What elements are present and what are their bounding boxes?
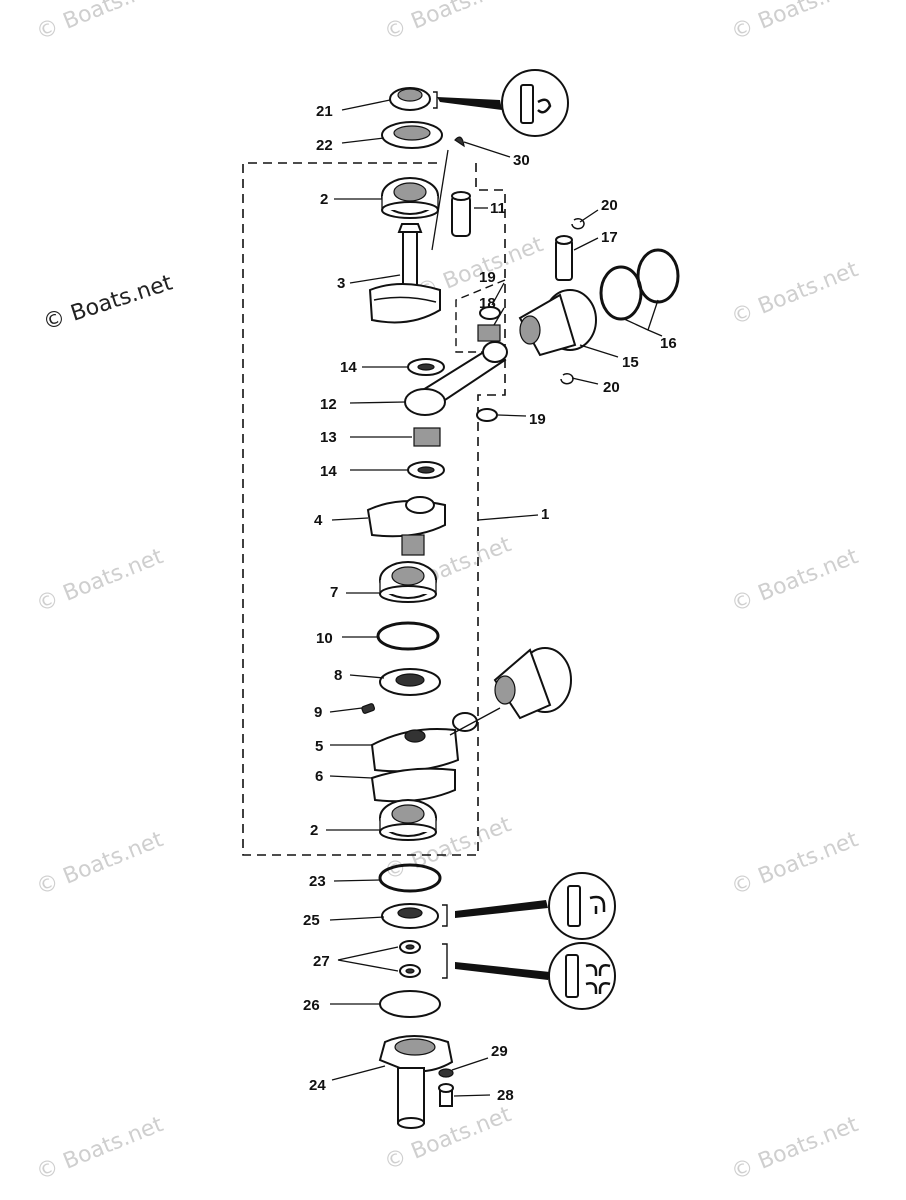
part-bearing-19-upper bbox=[479, 306, 501, 320]
grease-tube-icon bbox=[433, 69, 569, 137]
part-crank-3 bbox=[368, 223, 441, 324]
part-bearing-2-upper bbox=[381, 177, 439, 219]
part-clip-20-upper bbox=[571, 217, 585, 230]
part-bolt-28 bbox=[438, 1083, 454, 1107]
watermark: © Boats.net bbox=[33, 544, 167, 618]
part-washer-22 bbox=[381, 121, 443, 149]
watermark-prominent: © Boats.net bbox=[40, 270, 176, 335]
sealant-tube-icon bbox=[442, 872, 616, 940]
callout-17: 17 bbox=[601, 229, 618, 246]
callout-5: 5 bbox=[315, 738, 323, 755]
callout-18: 18 bbox=[479, 295, 496, 312]
callout-13: 13 bbox=[320, 429, 337, 446]
part-bearing-13 bbox=[413, 427, 441, 447]
part-clip-20-lower bbox=[560, 372, 574, 385]
callout-19-lower: 19 bbox=[529, 411, 546, 428]
callout-30: 30 bbox=[513, 152, 530, 169]
watermark: © Boats.net bbox=[728, 544, 862, 618]
watermark: © Boats.net bbox=[728, 0, 862, 46]
callout-14-upper: 14 bbox=[340, 359, 357, 376]
callout-22: 22 bbox=[316, 137, 333, 154]
watermark: © Boats.net bbox=[728, 827, 862, 901]
part-housing-24 bbox=[378, 1035, 454, 1129]
part-cage-14-lower bbox=[407, 461, 445, 479]
callout-28: 28 bbox=[497, 1087, 514, 1104]
part-pin-17 bbox=[555, 235, 573, 281]
part-bearing-19-lower bbox=[476, 408, 498, 422]
callout-29: 29 bbox=[491, 1043, 508, 1060]
callout-15: 15 bbox=[622, 354, 639, 371]
part-washer-29 bbox=[438, 1068, 454, 1078]
callout-9: 9 bbox=[314, 704, 322, 721]
part-crank-5-6 bbox=[370, 712, 478, 803]
part-ring-10 bbox=[376, 621, 440, 651]
part-seals-27 bbox=[399, 940, 421, 978]
part-pin-11 bbox=[451, 191, 471, 237]
callout-11: 11 bbox=[490, 200, 506, 217]
watermark: © Boats.net bbox=[33, 0, 167, 46]
leader-lines bbox=[326, 99, 663, 1097]
callout-12: 12 bbox=[320, 396, 337, 413]
watermark: © Boats.net bbox=[728, 1112, 862, 1186]
callout-21: 21 bbox=[316, 103, 333, 120]
callout-26: 26 bbox=[303, 997, 320, 1014]
callout-25: 25 bbox=[303, 912, 320, 929]
callout-16: 16 bbox=[660, 335, 677, 352]
part-piston-15 bbox=[518, 289, 597, 357]
part-crank-4 bbox=[366, 496, 446, 556]
part-rod-12 bbox=[404, 341, 508, 416]
part-bearing-2-lower bbox=[379, 799, 437, 841]
callout-8: 8 bbox=[334, 667, 342, 684]
callout-2-lower: 2 bbox=[310, 822, 318, 839]
callout-1: 1 bbox=[541, 506, 549, 523]
part-piston-lower bbox=[493, 647, 572, 720]
callout-23: 23 bbox=[309, 873, 326, 890]
callout-20-lower: 20 bbox=[603, 379, 620, 396]
callout-24: 24 bbox=[309, 1077, 326, 1094]
callout-3: 3 bbox=[337, 275, 345, 292]
sealant-tube-double-icon bbox=[442, 942, 616, 1010]
callout-2-upper: 2 bbox=[320, 191, 328, 208]
part-seal-21 bbox=[389, 87, 431, 111]
watermark: © Boats.net bbox=[33, 827, 167, 901]
watermark: © Boats.net bbox=[728, 257, 862, 331]
callout-27: 27 bbox=[313, 953, 330, 970]
callout-14-lower: 14 bbox=[320, 463, 337, 480]
callout-6: 6 bbox=[315, 768, 323, 785]
assembly-boundary bbox=[242, 162, 506, 856]
callout-19-upper: 19 bbox=[479, 269, 496, 286]
part-pin-9 bbox=[361, 703, 376, 714]
callout-10: 10 bbox=[316, 630, 333, 647]
watermark-layer: © Boats.net © Boats.net © Boats.net © Bo… bbox=[33, 0, 862, 1186]
callout-20-upper: 20 bbox=[601, 197, 618, 214]
watermark: © Boats.net bbox=[381, 0, 515, 46]
part-bearing-18 bbox=[477, 324, 501, 342]
part-oring-26 bbox=[379, 990, 441, 1018]
part-washer-8 bbox=[379, 668, 441, 696]
callout-labels: 21 22 30 2 11 3 20 17 19 18 16 15 20 14 … bbox=[303, 103, 677, 1104]
part-bearing-7 bbox=[379, 561, 437, 603]
part-ring-23 bbox=[378, 863, 442, 893]
part-key-30 bbox=[454, 136, 465, 148]
part-cage-14-upper bbox=[407, 358, 445, 376]
watermark: © Boats.net bbox=[33, 1112, 167, 1186]
callout-7: 7 bbox=[330, 584, 338, 601]
part-seal-25 bbox=[381, 903, 439, 929]
part-rings-16 bbox=[599, 248, 680, 321]
callout-4: 4 bbox=[314, 512, 323, 529]
